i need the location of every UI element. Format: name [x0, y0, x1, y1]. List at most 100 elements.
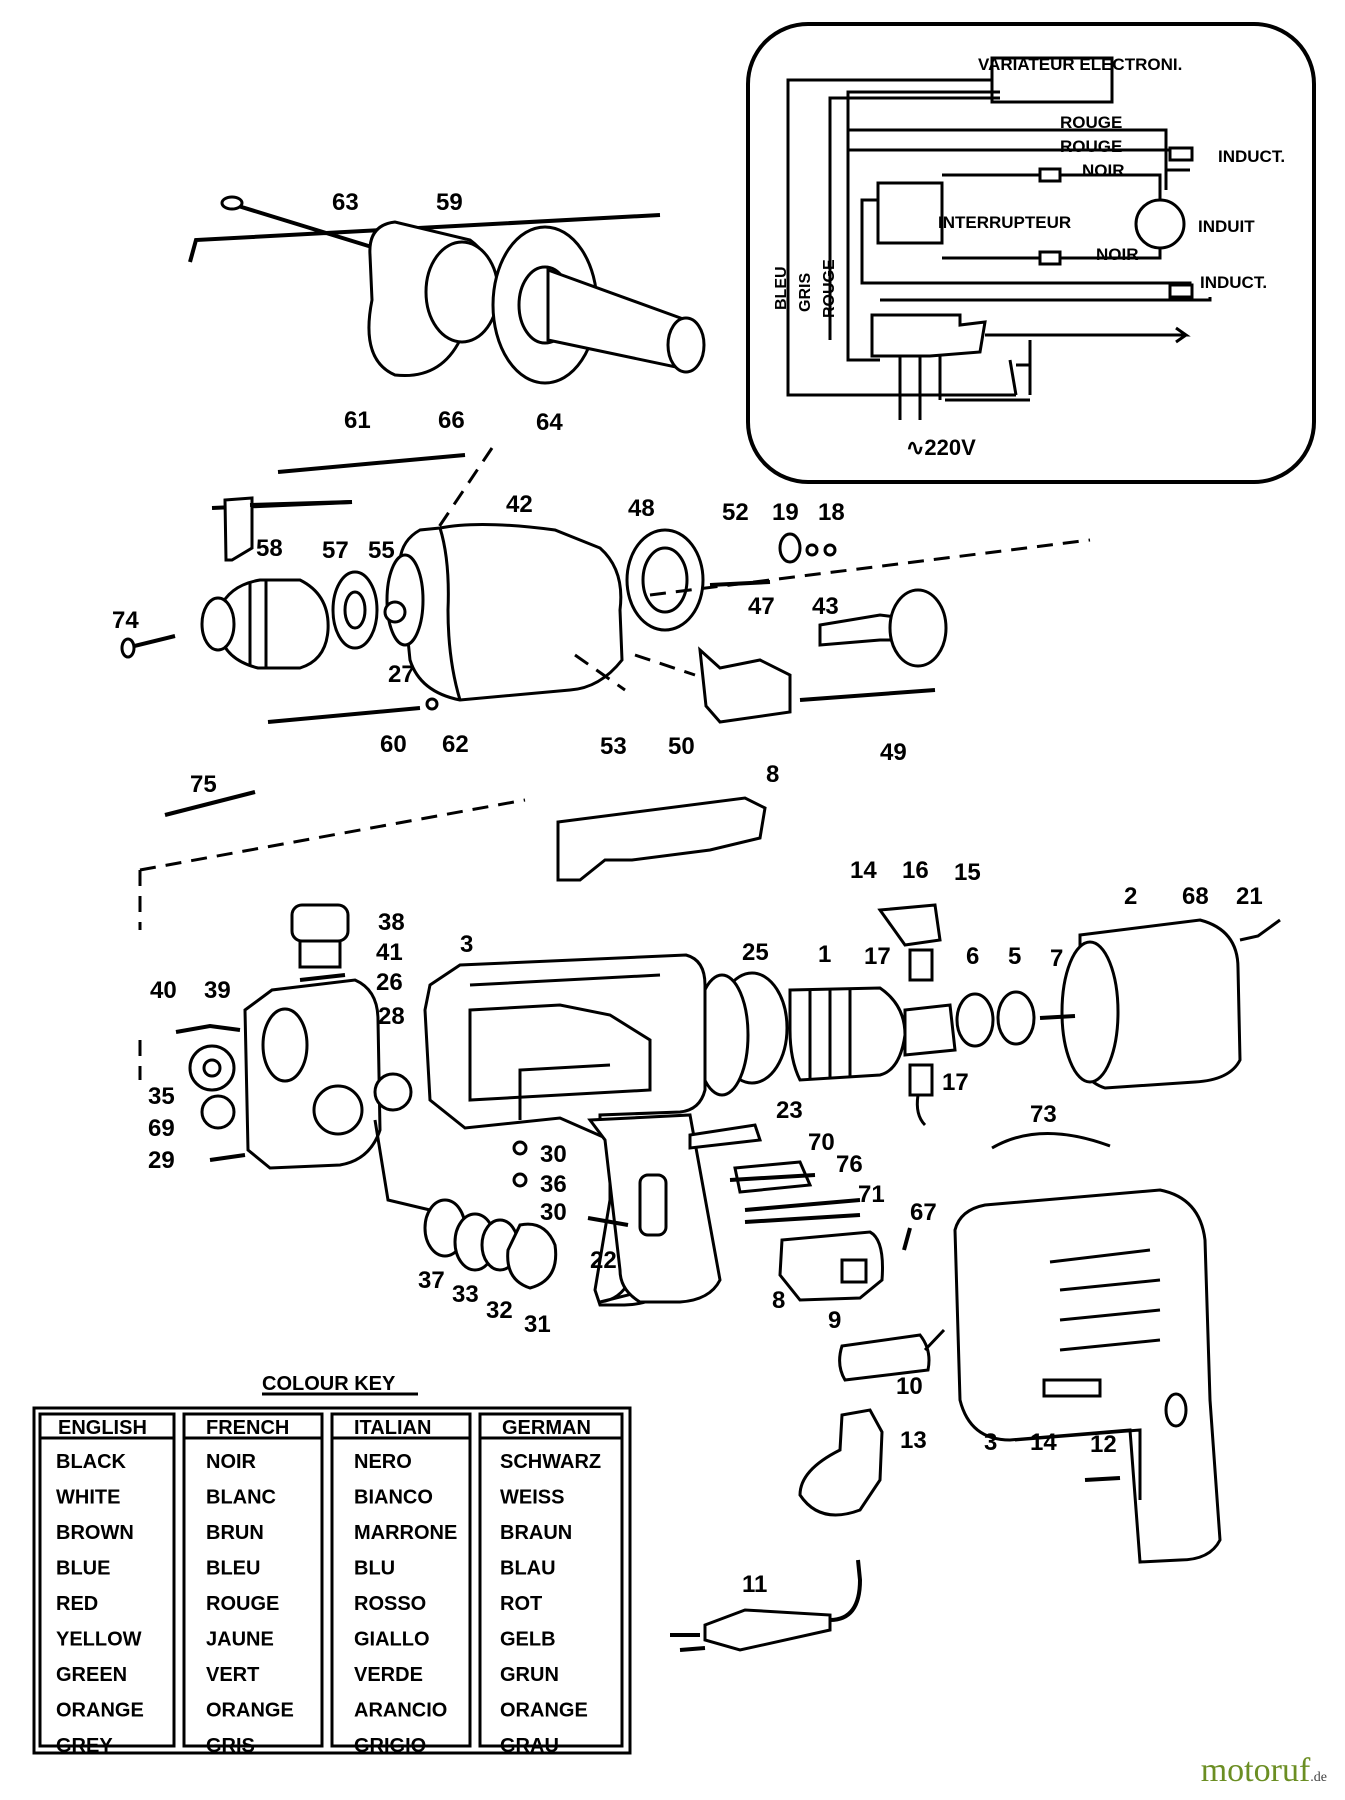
colour-key-header-german: GERMAN [502, 1417, 591, 1439]
part-label-47: 47 [748, 593, 775, 620]
part-label-11: 11 [742, 1571, 767, 1598]
part-label-8-cover: 8 [766, 761, 779, 788]
colour-key-german-5: ROT [500, 1593, 542, 1615]
part-label-75: 75 [190, 771, 217, 798]
wiring-label-rouge-1: ROUGE [1060, 113, 1122, 132]
part-label-2: 2 [1124, 883, 1137, 910]
colour-key-french-8: ORANGE [206, 1700, 294, 1722]
part-label-66: 66 [438, 407, 465, 434]
wiring-label-induct-1: INDUCT. [1218, 147, 1285, 166]
part-label-18: 18 [818, 499, 845, 526]
handle-half-3 [953, 1188, 1222, 1564]
colour-key-german-6: GELB [500, 1629, 556, 1651]
switch-assembly [729, 1160, 946, 1382]
assembly-dash-line [138, 798, 526, 1080]
interrupteur-box [876, 181, 944, 245]
gear-housing-42 [120, 496, 1091, 724]
part-label-76: 76 [836, 1151, 863, 1178]
part-label-35: 35 [148, 1083, 175, 1110]
part-label-19: 19 [772, 499, 799, 526]
part-label-36: 36 [540, 1171, 567, 1198]
part-label-61: 61 [344, 407, 371, 434]
colour-key-italian-1: NERO [354, 1451, 412, 1473]
part-label-33: 33 [452, 1281, 479, 1308]
inductor-1 [1168, 146, 1194, 162]
colour-key-german-1: SCHWARZ [500, 1451, 601, 1473]
part-label-63: 63 [332, 189, 359, 216]
part-label-37: 37 [418, 1267, 445, 1294]
part-label-16: 16 [902, 857, 929, 884]
colour-key-english-3: BROWN [56, 1522, 134, 1544]
part-label-13: 13 [900, 1427, 927, 1454]
part-label-58: 58 [256, 535, 283, 562]
part-label-5: 5 [1008, 943, 1021, 970]
cable-guard-13 [798, 1408, 884, 1517]
part-label-9: 9 [828, 1307, 841, 1334]
part-label-64: 64 [536, 409, 563, 436]
side-handle-assembly [188, 195, 706, 385]
cover-8 [556, 796, 767, 882]
colour-key-header-french: FRENCH [206, 1417, 289, 1439]
part-label-38: 38 [378, 909, 405, 936]
wiring-label-rouge-2: ROUGE [1060, 137, 1122, 156]
colour-key-french-5: ROUGE [206, 1593, 279, 1615]
part-label-3-handle: 3 [984, 1429, 997, 1456]
wiring-label-variateur: VARIATEUR ELECTRONI. [978, 55, 1182, 74]
part-label-23: 23 [776, 1097, 803, 1124]
wiring-label-bleu: BLEU [773, 266, 790, 310]
colour-key-header-italian: ITALIAN [354, 1417, 431, 1439]
part-label-68: 68 [1182, 883, 1209, 910]
watermark-brand: motoruf [1200, 1752, 1311, 1789]
induit-circle [1134, 198, 1186, 250]
part-label-6: 6 [966, 943, 979, 970]
colour-key-italian-7: VERDE [354, 1664, 423, 1686]
part-label-21: 21 [1236, 883, 1263, 910]
colour-key-italian-3: MARRONE [354, 1522, 457, 1544]
wiring-diagram: VARIATEUR ELECTRONI. ROUGE ROUGE INDUCT.… [746, 22, 1316, 484]
colour-key: COLOUR KEY ENGLISH FRENCH ITALIAN GERMAN… [32, 1373, 632, 1757]
spring-73 [991, 1132, 1111, 1150]
part-label-53: 53 [600, 733, 627, 760]
colour-key-german-9: GRAU [500, 1735, 559, 1757]
part-label-30-bottom: 30 [540, 1199, 567, 1226]
part-label-14-brush: 14 [850, 857, 877, 884]
wiring-label-noir-2: NOIR [1096, 245, 1139, 264]
colour-key-english-6: YELLOW [56, 1629, 142, 1651]
gear-case-26 [175, 903, 431, 1212]
colour-key-english-7: GREEN [56, 1664, 127, 1686]
selector-knob-assembly [423, 1140, 629, 1290]
colour-key-italian-6: GIALLO [354, 1629, 430, 1651]
plug-cord-11 [670, 1559, 863, 1652]
colour-key-italian-4: BLU [354, 1558, 395, 1580]
colour-key-french-9: GRIS [206, 1735, 255, 1757]
part-label-48: 48 [628, 495, 655, 522]
wiring-label-noir-1: NOIR [1082, 161, 1125, 180]
part-label-22: 22 [590, 1247, 617, 1274]
colour-key-french-2: BLANC [206, 1487, 276, 1509]
colour-key-english-9: GREY [56, 1735, 113, 1757]
colour-key-french-6: JAUNE [206, 1629, 274, 1651]
part-label-27: 27 [388, 661, 415, 688]
part-label-74: 74 [112, 607, 139, 634]
part-label-69: 69 [148, 1115, 175, 1142]
part-label-7: 7 [1050, 945, 1063, 972]
colour-key-english-8: ORANGE [56, 1700, 144, 1722]
part-label-3-housing: 3 [460, 931, 473, 958]
part-label-43: 43 [812, 593, 839, 620]
colour-key-french-1: NOIR [206, 1451, 257, 1473]
wiring-label-gris: GRIS [797, 273, 814, 312]
part-label-29: 29 [148, 1147, 175, 1174]
colour-key-italian-9: GRIGIO [354, 1735, 426, 1757]
part-label-73: 73 [1030, 1101, 1057, 1128]
colour-key-english-1: BLACK [56, 1451, 127, 1473]
part-label-60: 60 [380, 731, 407, 758]
wiring-label-induit: INDUIT [1198, 217, 1255, 236]
colour-key-german-4: BLAU [500, 1558, 556, 1580]
part-label-70: 70 [808, 1129, 835, 1156]
colour-key-german-7: GRUN [500, 1664, 559, 1686]
part-label-25: 25 [742, 939, 769, 966]
part-label-8-switch: 8 [772, 1287, 785, 1314]
wiring-label-rouge-vertical: ROUGE [821, 259, 838, 318]
